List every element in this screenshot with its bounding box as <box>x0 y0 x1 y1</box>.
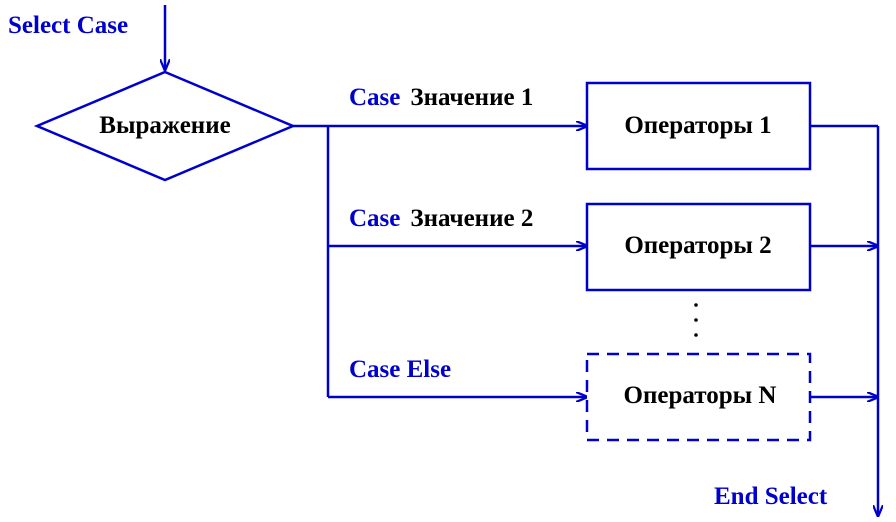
decision-label: Выражение <box>99 112 230 139</box>
end-select-label: End Select <box>714 483 828 510</box>
ellipsis-dot-2 <box>694 318 698 322</box>
branch-1-value: Значение 1 <box>410 84 533 111</box>
branch-2-keyword: Case <box>349 205 400 232</box>
select-case-label: Select Case <box>8 12 128 39</box>
branch-else-label: Case Else <box>349 356 451 383</box>
branch-1-keyword: Case <box>349 84 400 111</box>
block-n <box>585 352 812 442</box>
branch-2-value: Значение 2 <box>410 205 533 232</box>
block-1-label: Операторы 1 <box>624 112 771 139</box>
decision-diamond <box>33 70 297 182</box>
block-n-label: Операторы N <box>624 382 777 409</box>
branch-1-label: Case Значение 1 <box>349 84 533 111</box>
block-2-label: Операторы 2 <box>624 232 771 259</box>
ellipsis-dot-1 <box>694 303 698 307</box>
ellipsis-dot-3 <box>694 333 698 337</box>
branch-2-label: Case Значение 2 <box>349 205 533 232</box>
